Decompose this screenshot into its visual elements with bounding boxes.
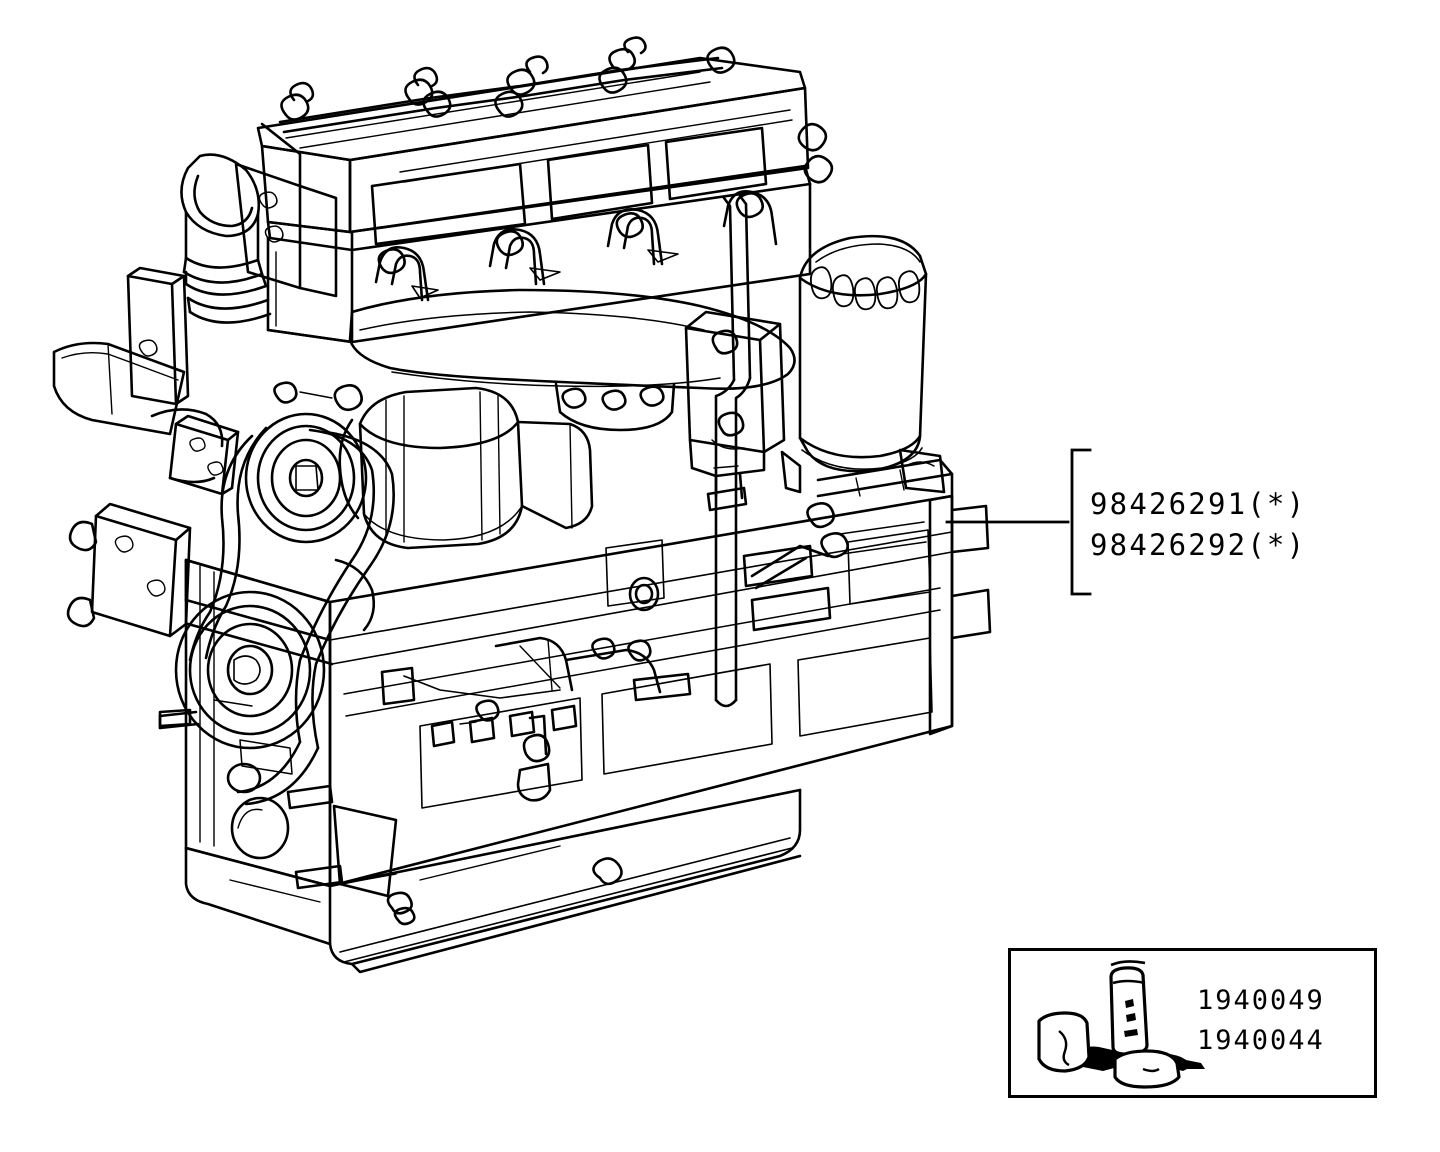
callout-part-numbers: 98426291(*) 98426292(*) — [1090, 484, 1360, 566]
inset-canister — [1109, 966, 1149, 1056]
alternator — [338, 386, 594, 550]
inset-canister-marks — [1124, 999, 1138, 1037]
part-number-line-2: 98426292(*) — [1090, 528, 1307, 562]
filter-cartridge-illustration — [1025, 959, 1215, 1093]
inset-part-numbers: 1940049 1940044 — [1197, 981, 1377, 1061]
block-hardware-row — [380, 502, 927, 748]
detail-inset-box: 1940049 1940044 — [1008, 948, 1377, 1098]
inset-part-number-1: 1940049 — [1197, 985, 1325, 1016]
callout-bracket — [1070, 448, 1092, 596]
air-intake-elbow — [180, 122, 338, 324]
intake-manifold-group — [348, 190, 796, 432]
inset-block-left — [1037, 1011, 1091, 1073]
inset-block-front — [1113, 1049, 1181, 1089]
oil-pan — [184, 714, 802, 974]
head-fasteners — [273, 381, 500, 725]
dipstick-tube — [706, 194, 752, 708]
block-front-details — [184, 558, 293, 847]
oil-filter-callout: 98426291(*) 98426292(*) — [1068, 446, 1368, 598]
bell-housing — [816, 458, 954, 498]
part-number-line-1: 98426291(*) — [1090, 487, 1307, 521]
inset-part-number-2: 1940044 — [1197, 1025, 1325, 1056]
pulley-belt-group — [158, 412, 395, 806]
